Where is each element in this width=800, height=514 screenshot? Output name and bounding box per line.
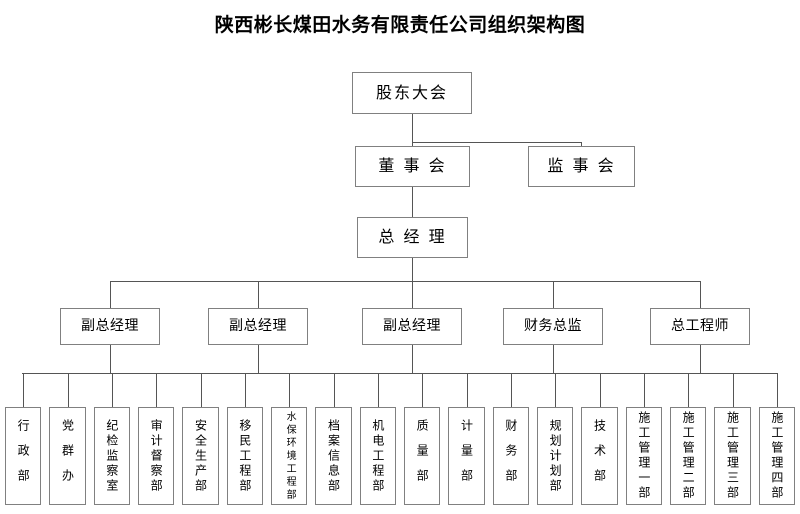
node-department-13-label: 规划计划部	[548, 418, 563, 494]
node-department-16-label: 施工管理二部	[681, 411, 696, 501]
node-board-of-directors[interactable]: 董 事 会	[355, 146, 470, 187]
connector-bus-to-department-14	[600, 373, 601, 407]
connector-bus-to-department-16	[688, 373, 689, 407]
node-department-9-label: 机电工程部	[370, 418, 385, 494]
node-department-6-label: 移民工程部	[237, 418, 252, 494]
node-department-8-label: 档案信息部	[326, 418, 341, 494]
connector-bus-to-deputy-gm-3	[412, 281, 413, 308]
node-department-17-label: 施工管理三部	[725, 411, 740, 501]
node-department-8[interactable]: 档案信息部	[315, 407, 352, 505]
node-department-2[interactable]: 党群办	[49, 407, 86, 505]
connector-bus-to-department-15	[644, 373, 645, 407]
connector-manager-bus	[110, 281, 700, 282]
node-department-12[interactable]: 财务部	[492, 407, 529, 505]
node-department-11[interactable]: 计量部	[448, 407, 485, 505]
node-department-11-label: 计量部	[459, 418, 474, 494]
connector-bus-to-cfo	[553, 281, 554, 308]
connector-bus-to-department-11	[467, 373, 468, 407]
node-department-15[interactable]: 施工管理一部	[625, 407, 662, 505]
node-deputy-general-manager-3-label: 副总经理	[383, 318, 441, 335]
connector-shareholders-down	[412, 114, 413, 142]
connector-deputy-gm-3-down	[412, 345, 413, 373]
node-department-16[interactable]: 施工管理二部	[670, 407, 707, 505]
node-department-18-label: 施工管理四部	[769, 411, 784, 501]
connector-chief-engineer-down	[700, 345, 701, 373]
node-board-of-directors-label: 董 事 会	[378, 156, 447, 176]
node-department-1[interactable]: 行政部	[5, 407, 42, 505]
node-department-3-label: 纪检监察室	[104, 418, 119, 494]
node-department-13[interactable]: 规划计划部	[537, 407, 574, 505]
node-department-4-label: 审计督察部	[149, 418, 164, 494]
node-general-manager[interactable]: 总 经 理	[357, 217, 468, 258]
connector-bus-to-deputy-gm-2	[258, 281, 259, 308]
node-shareholders-meeting[interactable]: 股东大会	[352, 72, 472, 114]
node-department-18[interactable]: 施工管理四部	[758, 407, 795, 505]
connector-level2-bus	[412, 142, 582, 143]
node-department-17[interactable]: 施工管理三部	[714, 407, 751, 505]
connector-gm-down	[412, 258, 413, 281]
connector-bus-to-department-12	[511, 373, 512, 407]
connector-to-supervisors	[581, 142, 582, 146]
node-department-1-label: 行政部	[16, 418, 31, 494]
connector-bus-to-department-6	[245, 373, 246, 407]
node-department-14[interactable]: 技术部	[581, 407, 618, 505]
node-department-10-label: 质量部	[415, 418, 430, 494]
node-department-2-label: 党群办	[60, 418, 75, 494]
connector-bus-to-deputy-gm-1	[110, 281, 111, 308]
node-department-4[interactable]: 审计督察部	[138, 407, 175, 505]
connector-bus-to-department-3	[112, 373, 113, 407]
node-deputy-general-manager-3[interactable]: 副总经理	[362, 308, 462, 345]
node-department-9[interactable]: 机电工程部	[359, 407, 396, 505]
node-department-15-label: 施工管理一部	[636, 411, 651, 501]
node-deputy-general-manager-1[interactable]: 副总经理	[60, 308, 160, 345]
connector-bus-to-department-4	[156, 373, 157, 407]
connector-bus-to-department-9	[378, 373, 379, 407]
node-deputy-general-manager-1-label: 副总经理	[81, 318, 139, 335]
connector-bus-to-department-13	[555, 373, 556, 407]
node-department-12-label: 财务部	[503, 418, 518, 494]
node-department-14-label: 技术部	[592, 418, 607, 494]
connector-bus-to-department-2	[68, 373, 69, 407]
node-department-7[interactable]: 水保环境工程部	[271, 407, 308, 505]
node-general-manager-label: 总 经 理	[378, 227, 447, 247]
connector-bus-to-department-1	[23, 373, 24, 407]
connector-bus-to-department-8	[334, 373, 335, 407]
node-cfo-label: 财务总监	[524, 318, 582, 335]
connector-bus-to-department-7	[289, 373, 290, 407]
connector-board-to-gm	[412, 187, 413, 217]
node-department-6[interactable]: 移民工程部	[226, 407, 263, 505]
node-department-3[interactable]: 纪检监察室	[93, 407, 130, 505]
node-department-7-label: 水保环境工程部	[284, 410, 296, 502]
node-chief-engineer[interactable]: 总工程师	[650, 308, 750, 345]
connector-bus-to-department-10	[422, 373, 423, 407]
connector-bus-to-chief-engineer	[700, 281, 701, 308]
connector-deputy-gm-2-down	[258, 345, 259, 373]
node-cfo[interactable]: 财务总监	[503, 308, 603, 345]
node-deputy-general-manager-2-label: 副总经理	[229, 318, 287, 335]
connector-bus-to-department-18	[777, 373, 778, 407]
connector-bus-to-department-17	[733, 373, 734, 407]
page-title: 陕西彬长煤田水务有限责任公司组织架构图	[214, 14, 586, 36]
node-department-5[interactable]: 安全生产部	[182, 407, 219, 505]
connector-bus-to-department-5	[201, 373, 202, 407]
node-department-10[interactable]: 质量部	[404, 407, 441, 505]
node-shareholders-meeting-label: 股东大会	[375, 82, 448, 102]
node-chief-engineer-label: 总工程师	[671, 318, 729, 335]
node-board-of-supervisors[interactable]: 监 事 会	[528, 146, 635, 187]
connector-to-board	[412, 142, 413, 146]
node-board-of-supervisors-label: 监 事 会	[547, 156, 616, 176]
connector-department-bus	[22, 373, 778, 374]
node-department-5-label: 安全生产部	[193, 418, 208, 494]
node-deputy-general-manager-2[interactable]: 副总经理	[208, 308, 308, 345]
connector-cfo-down	[553, 345, 554, 373]
connector-deputy-gm-1-down	[110, 345, 111, 373]
